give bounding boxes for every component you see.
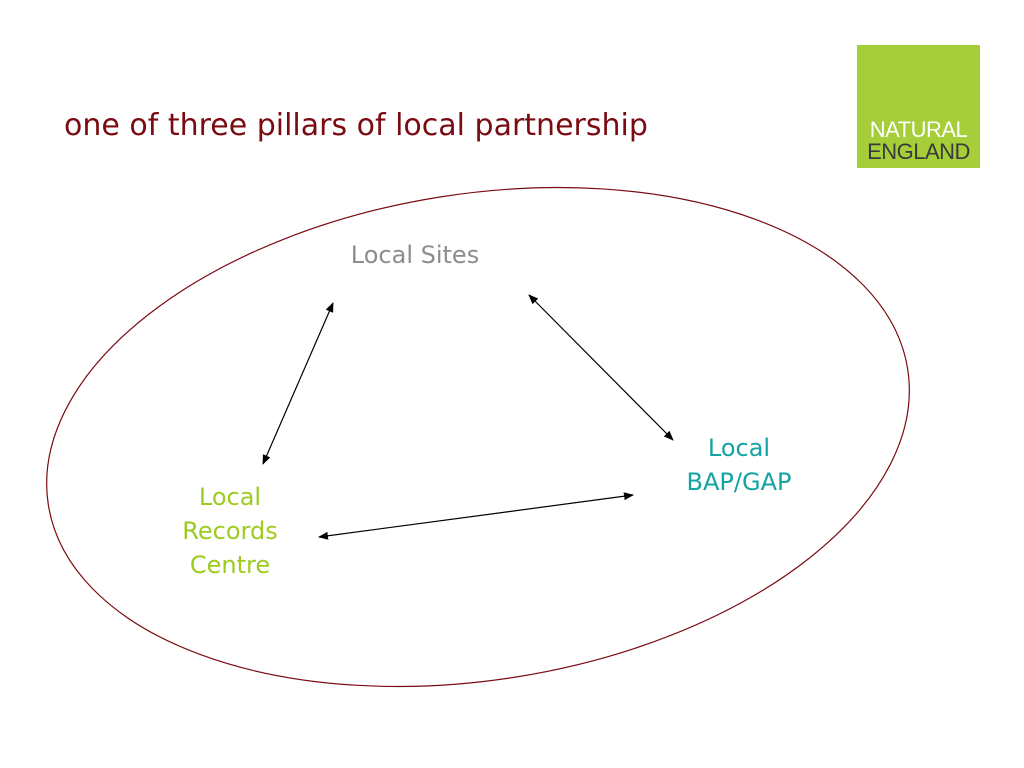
arrow-sites-bap — [528, 294, 674, 441]
arrow-records-bap — [318, 492, 634, 540]
logo-text-england: ENGLAND — [867, 139, 970, 164]
slide-title: one of three pillars of local partnershi… — [64, 108, 648, 143]
partnership-ellipse — [46, 186, 910, 688]
node-local-records-line1: Local — [198, 483, 262, 511]
node-local-records-centre: Local Records Centre — [150, 480, 310, 582]
node-local-records-line2: Records — [182, 517, 278, 545]
node-local-sites-label: Local Sites — [350, 241, 480, 269]
natural-england-logo: NATURAL ENGLAND — [857, 45, 980, 168]
node-local-bap-gap-line1: Local — [707, 434, 771, 462]
node-local-bap-gap: Local BAP/GAP — [656, 431, 822, 499]
node-local-bap-gap-line2: BAP/GAP — [686, 468, 792, 496]
arrow-sites-records — [262, 302, 334, 465]
logo-text-natural: NATURAL — [869, 117, 968, 142]
node-local-records-line3: Centre — [189, 551, 271, 579]
node-local-sites: Local Sites — [314, 238, 516, 272]
